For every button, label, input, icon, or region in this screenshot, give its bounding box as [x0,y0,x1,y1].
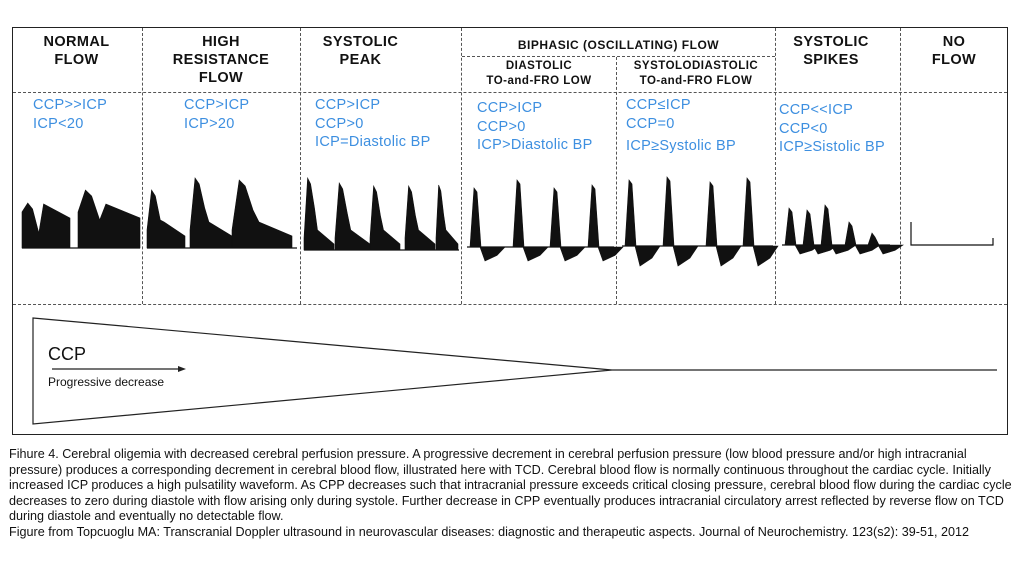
waveform-diastolic [469,187,482,248]
waveform-high-resistance [231,179,293,249]
waveform-normal-flow [77,189,141,249]
waveform-systolic-peak [303,176,335,251]
waveform-diastolic [549,187,562,248]
column-divider [142,28,143,304]
waveform-diastolic [512,179,525,248]
caption-text: Fihure 4. Cerebral oligemia with decreas… [9,447,1012,524]
waveform-systolic-spikes [820,204,833,246]
waveform-systolic-peak [334,182,371,251]
figure-caption: Fihure 4. Cerebral oligemia with decreas… [9,447,1015,541]
waveform-systolic-peak [369,184,401,251]
ccp-progressive-decrease: Progressive decrease [48,375,165,389]
waveform-systolodiastolic-reverse [672,245,699,267]
waveform-systolodiastolic [705,181,718,247]
waveform-diastolic-reverse [597,246,624,262]
biphasic-divider [462,56,775,57]
waveform-systolodiastolic-reverse [634,245,661,267]
section-divider [13,304,1007,305]
waveform-systolic-peak [404,184,436,251]
ccp-label: CCP [48,344,87,364]
waveform-systolodiastolic [624,179,637,247]
column-divider [775,28,776,304]
waveform-systolic-spikes [784,207,797,246]
column-divider [461,28,462,304]
waveform-diastolic-reverse [522,246,549,262]
caption-source: Figure from Topcuoglu MA: Transcranial D… [9,524,969,539]
waveform-systolodiastolic-reverse [715,245,742,267]
waveform-systolic-spikes-reverse [877,244,904,255]
tcd-waveforms [21,176,994,267]
waveform-diastolic [587,184,600,248]
waveform-high-resistance [189,177,233,249]
waveform-systolic-spikes [844,221,857,246]
waveform-systolic-spikes-reverse [830,244,857,255]
waveform-no-flow [910,222,994,246]
waveform-high-resistance [146,189,186,249]
waveform-systolic-spikes [802,209,815,246]
arrow-head-icon [178,366,186,372]
column-divider [900,28,901,304]
waveform-systolic-spikes-reverse [854,244,881,255]
waveform-systolodiastolic-reverse [752,245,779,267]
biphasic-header: BIPHASIC (OSCILLATING) FLOW [517,38,720,52]
waveform-systolic-peak [435,184,459,251]
column-divider [300,28,301,304]
waveform-systolodiastolic [742,177,755,247]
waveform-normal-flow [21,202,71,249]
waveform-diastolic-reverse [479,246,506,262]
waveform-systolic-spikes [867,232,880,246]
waveform-systolodiastolic [662,176,675,247]
column-divider [616,57,617,304]
header-divider [13,92,1007,93]
figure-frame [12,27,1008,435]
ccp-decrease-wedge [32,317,613,425]
waveform-diastolic-reverse [559,246,586,262]
